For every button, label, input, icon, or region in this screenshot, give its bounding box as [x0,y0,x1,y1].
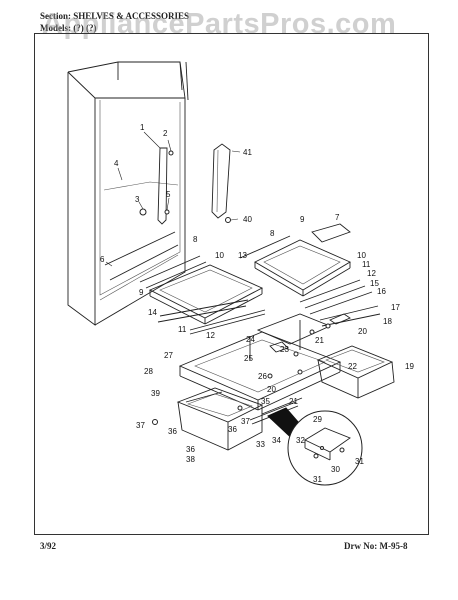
callout-label: 24 [246,335,255,344]
callout-label: 7 [335,213,340,222]
right-crisper-drawer [316,345,395,399]
section-title: Section: SHELVES & ACCESSORIES [40,11,189,21]
callout-label: 20 [358,327,367,336]
callout-label: 18 [383,317,392,326]
callout-label: 31 [313,475,322,484]
callout-label: 2 [163,129,168,138]
callout-label: 31 [355,457,364,466]
callout-label: 34 [272,436,281,445]
callout-label: 21 [315,336,324,345]
callout-label: 37 [136,421,145,430]
callout-label: 33 [256,440,265,449]
callout-label: 36 [228,425,237,434]
callout-label: 9 [300,215,305,224]
callout-label: 6 [100,255,105,264]
callout-label: 39 [151,389,160,398]
callout-label: 29 [313,415,322,424]
callout-label: 41 [243,148,252,157]
detail-inset [287,410,363,486]
footer-drawing-number: Drw No: M-95-8 [344,541,408,551]
callout-label: 37 [241,417,250,426]
callout-label: 19 [405,362,414,371]
callout-label: 3 [135,195,140,204]
callout-label: 38 [186,455,195,464]
callout-label: 17 [391,303,400,312]
callout-label: 10 [357,251,366,260]
callout-labels: 1 2 3 4 5 6 7 8 8 9 9 10 10 11 11 12 12 … [100,123,414,484]
callout-label: 28 [144,367,153,376]
callout-label: 15 [370,279,379,288]
footer-date: 3/92 [40,541,57,551]
callout-label: 4 [114,159,119,168]
callout-label: 13 [238,251,247,260]
callout-label: 9 [139,288,144,297]
callout-label: 11 [362,260,371,269]
part-41-trim [211,143,241,223]
callout-label: 26 [258,372,267,381]
watermark: AppliancePartsPros.com [42,8,397,40]
callout-label: 8 [270,229,275,238]
diagram-frame [34,33,429,535]
callout-label: 5 [166,190,171,199]
callout-label: 21 [289,397,298,406]
callout-label: 35 [261,397,270,406]
callout-label: 11 [178,325,187,334]
callout-label: 8 [193,235,198,244]
cabinet-outline [67,61,189,326]
callout-label: 20 [267,385,276,394]
callout-label: 16 [377,287,386,296]
left-lower-drawer [176,387,264,451]
callout-label: 22 [348,362,357,371]
callout-label: 1 [140,123,145,132]
callout-label: 12 [367,269,376,278]
callout-label: 23 [280,345,289,354]
crisper-cover-assembly [178,313,342,411]
callout-label: 40 [243,215,252,224]
callout-label: 36 [186,445,195,454]
callout-label: 12 [206,331,215,340]
callout-label: 30 [331,465,340,474]
callout-label: 32 [296,436,305,445]
callout-label: 14 [148,308,157,317]
left-upper-shelf [139,255,266,335]
models-line: Models: (?) (?) [40,23,97,33]
callout-label: 27 [164,351,173,360]
callout-label: 36 [168,427,177,436]
right-upper-shelf [239,223,381,327]
callout-label: 10 [215,251,224,260]
callout-label: 25 [244,354,253,363]
